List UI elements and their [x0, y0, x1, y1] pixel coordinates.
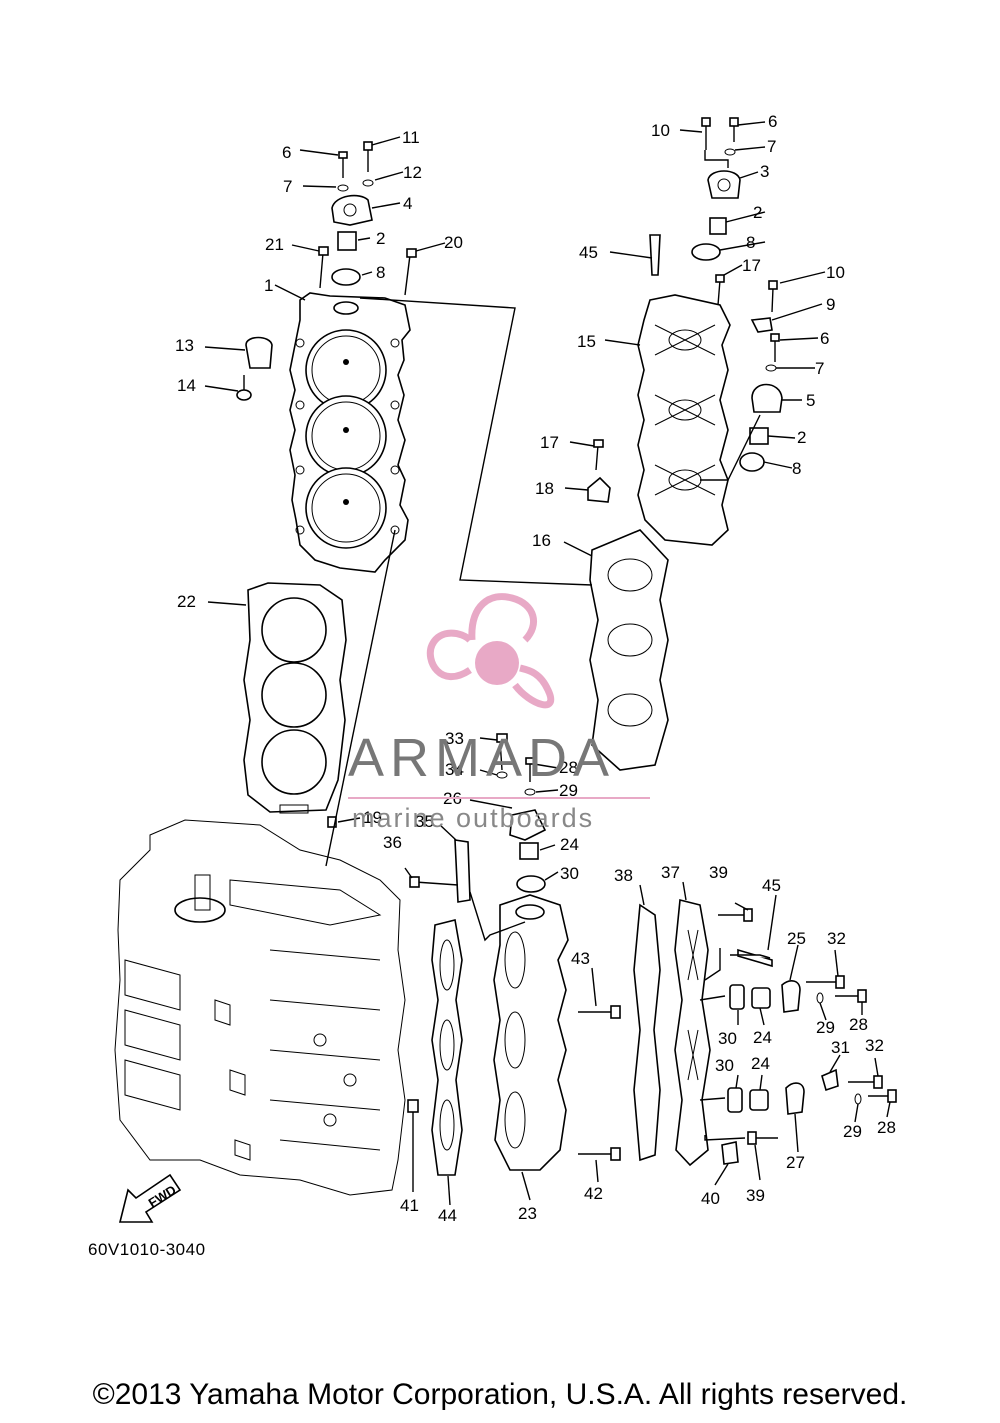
callout-16: 16: [532, 531, 551, 550]
callout-13: 13: [175, 336, 194, 355]
cylinder-head-lower: [409, 733, 569, 1171]
cylinder-block: [114, 816, 406, 1196]
head-gasket-left: [243, 582, 347, 814]
callout-12: 12: [403, 163, 422, 182]
callout-30: 30: [715, 1056, 734, 1075]
callout-29: 29: [843, 1122, 862, 1141]
callout-27: 27: [786, 1153, 805, 1172]
callout-18: 18: [535, 479, 554, 498]
callout-38: 38: [614, 866, 633, 885]
exhaust-cover-lower: [633, 898, 711, 1167]
watermark-tagline: marine outboards: [352, 803, 595, 833]
callout-29: 29: [816, 1018, 835, 1037]
callout-28: 28: [559, 758, 578, 777]
callout-32: 32: [827, 929, 846, 948]
diagram-code: 60V1010-3040: [88, 1240, 206, 1259]
callout-7: 7: [815, 359, 824, 378]
head-gasket-lower: [431, 919, 463, 1176]
callout-39: 39: [709, 863, 728, 882]
callout-2: 2: [753, 203, 762, 222]
callout-30: 30: [718, 1029, 737, 1048]
callout-20: 20: [444, 233, 463, 252]
leader-lines: [204, 121, 891, 1206]
cylinder-head-left: [289, 292, 411, 573]
exhaust-cover-right: [637, 294, 731, 546]
callout-22: 22: [177, 592, 196, 611]
callout-15: 15: [577, 332, 596, 351]
callout-2: 2: [797, 428, 806, 447]
callout-7: 7: [283, 177, 292, 196]
callout-17: 17: [540, 433, 559, 452]
callout-2: 2: [376, 229, 385, 248]
callout-43: 43: [571, 949, 590, 968]
callout-4: 4: [403, 194, 412, 213]
callout-7: 7: [767, 137, 776, 156]
callout-40: 40: [701, 1189, 720, 1208]
callout-14: 14: [177, 376, 196, 395]
callout-35: 35: [415, 812, 434, 831]
callout-44: 44: [438, 1206, 457, 1225]
callout-24: 24: [560, 835, 579, 854]
exhaust-gasket-right: [589, 529, 669, 771]
callout-10: 10: [651, 121, 670, 140]
callout-29: 29: [559, 781, 578, 800]
callout-33: 33: [445, 729, 464, 748]
callout-5: 5: [806, 391, 815, 410]
copyright-notice: ©2013 Yamaha Motor Corporation, U.S.A. A…: [92, 1378, 908, 1411]
callout-28: 28: [877, 1118, 896, 1137]
callout-39: 39: [746, 1186, 765, 1205]
watermark-name: ARMADA: [348, 728, 616, 788]
callout-21: 21: [265, 235, 284, 254]
left-stack-parts: [236, 141, 417, 401]
callout-11: 11: [402, 128, 420, 147]
thermostat-parts: [407, 908, 897, 1165]
callout-23: 23: [518, 1204, 537, 1223]
callout-30: 30: [560, 864, 579, 883]
callout-25: 25: [787, 929, 806, 948]
callout-6: 6: [768, 112, 777, 131]
callout-17: 17: [742, 256, 761, 275]
fwd-arrow-icon: FWD: [118, 1173, 182, 1223]
callout-24: 24: [753, 1028, 772, 1047]
callout-3: 3: [760, 162, 769, 181]
callout-8: 8: [376, 263, 385, 282]
callout-9: 9: [826, 295, 835, 314]
callout-34: 34: [445, 760, 464, 779]
callout-24: 24: [751, 1054, 770, 1073]
callout-8: 8: [792, 459, 801, 478]
callout-41: 41: [400, 1196, 419, 1215]
callout-42: 42: [584, 1184, 603, 1203]
callout-31: 31: [831, 1038, 850, 1057]
callout-37: 37: [661, 863, 680, 882]
callout-32: 32: [865, 1036, 884, 1055]
callout-10: 10: [826, 263, 845, 282]
callout-numbers: 1 2 2 2 3 4 5 6 6 6 7 7 7 8 8 8 9 10 10 …: [175, 112, 896, 1225]
callout-8: 8: [746, 233, 755, 252]
callout-19: 19: [363, 808, 382, 827]
callout-1: 1: [264, 276, 273, 295]
callout-6: 6: [282, 143, 291, 162]
callout-6: 6: [820, 329, 829, 348]
callout-45: 45: [762, 876, 781, 895]
callout-45: 45: [579, 243, 598, 262]
callout-28: 28: [849, 1015, 868, 1034]
callout-36: 36: [383, 833, 402, 852]
watermark-propeller-icon: [426, 593, 555, 709]
right-stack-parts: [587, 117, 783, 503]
